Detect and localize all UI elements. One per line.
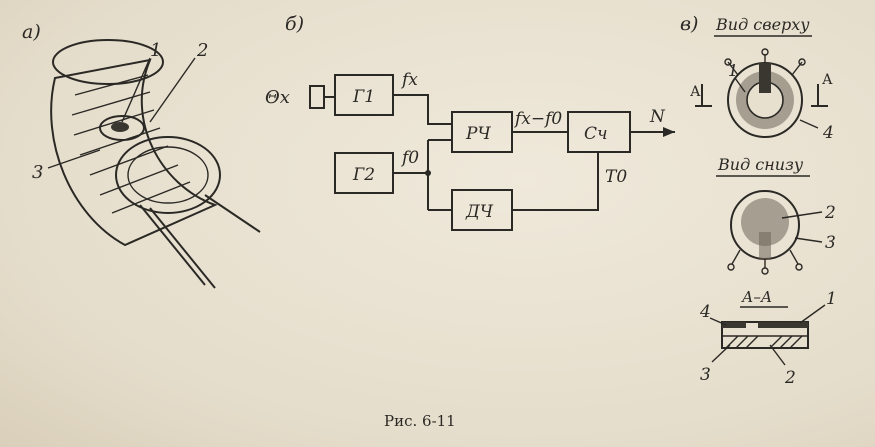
panel-b-tag: б) xyxy=(285,13,304,35)
section-hatching xyxy=(725,335,803,349)
bottom-leader-3 xyxy=(794,237,823,243)
lead-left-2 xyxy=(149,207,216,289)
block-sch-label: Сч xyxy=(584,124,608,144)
sensor-disc xyxy=(99,115,145,141)
bottom-leader-2 xyxy=(781,211,823,219)
section-electrode-left xyxy=(722,322,746,328)
section-leader-3 xyxy=(711,344,731,363)
lead-left xyxy=(139,204,206,286)
bottom-label-2: 2 xyxy=(824,203,836,223)
section-mark-a-right: А xyxy=(822,72,833,88)
bottom-pin-2 xyxy=(761,267,769,275)
top-label-1: 1 xyxy=(728,61,738,80)
panel-a-label-2: 2 xyxy=(196,40,208,61)
bottom-hatched-disc xyxy=(741,198,789,246)
base-inner xyxy=(127,146,209,204)
bottom-label-3: 3 xyxy=(825,233,836,253)
bottom-pin-1 xyxy=(727,263,735,271)
panel-a-label-1: 1 xyxy=(150,40,161,61)
lead-right xyxy=(204,194,261,233)
bottom-view-title: Вид снизу xyxy=(717,155,804,174)
bottom-electrode xyxy=(759,232,771,260)
top-view-title: Вид сверху xyxy=(715,15,810,34)
section-label-1: 1 xyxy=(826,289,837,309)
bottom-lead-1 xyxy=(731,249,741,265)
figure-caption: Рис. 6-11 xyxy=(384,412,456,430)
block-dch-label: ДЧ xyxy=(465,202,494,222)
section-leader-4 xyxy=(709,317,727,326)
section-label-4: 4 xyxy=(699,302,711,322)
sensor-element xyxy=(111,122,129,132)
panel-b: б) Θx Г1 Г2 РЧ ДЧ Сч fx f0 fx−f0 T0 N xyxy=(265,13,675,231)
leader-1 xyxy=(121,57,151,123)
top-electrode xyxy=(759,63,771,93)
block-g1-label: Г1 xyxy=(352,87,375,107)
leader-3 xyxy=(47,149,101,169)
theta-label: Θx xyxy=(265,87,290,108)
cylinder-top xyxy=(52,39,164,85)
top-pin-2 xyxy=(761,48,769,56)
top-label-4: 4 xyxy=(822,123,834,143)
top-leader-1 xyxy=(734,77,746,93)
section-label-3: 3 xyxy=(700,365,711,385)
section-title: А–А xyxy=(741,288,772,306)
section-label-2: 2 xyxy=(784,368,796,388)
base-disc xyxy=(115,136,221,214)
label-t0: T0 xyxy=(605,167,627,187)
label-fx: fx xyxy=(400,70,418,90)
section-leader-1 xyxy=(799,304,826,324)
label-f0: f0 xyxy=(400,148,419,168)
panel-c: в) Вид сверху А А 1 4 Вид снизу xyxy=(680,13,837,388)
top-leader-4 xyxy=(799,119,819,129)
block-rch-label: РЧ xyxy=(465,124,491,144)
panel-a-label-3: 3 xyxy=(32,162,43,183)
junction-dot xyxy=(425,170,431,176)
block-g2-label: Г2 xyxy=(352,165,375,185)
panel-a: а) 1 2 3 xyxy=(22,21,261,289)
section-mark-a-left: А xyxy=(690,84,701,100)
sensor-symbol xyxy=(309,85,325,109)
section-leader-2 xyxy=(769,344,786,366)
wire-t0 xyxy=(512,152,599,211)
body-hatching xyxy=(71,74,191,214)
label-diff: fx−f0 xyxy=(513,109,562,129)
cylinder-body xyxy=(50,58,218,247)
top-pin-1 xyxy=(724,58,732,66)
wire-fx xyxy=(393,94,452,125)
arrow-n xyxy=(663,127,675,137)
bottom-lead-3 xyxy=(789,249,799,265)
panel-c-tag: в) xyxy=(680,13,698,35)
label-n: N xyxy=(649,107,666,127)
bottom-pin-3 xyxy=(795,263,803,271)
panel-a-tag: а) xyxy=(22,21,41,43)
section-electrode-right xyxy=(758,322,808,328)
leader-2 xyxy=(149,57,196,123)
top-pin-3 xyxy=(798,58,806,66)
